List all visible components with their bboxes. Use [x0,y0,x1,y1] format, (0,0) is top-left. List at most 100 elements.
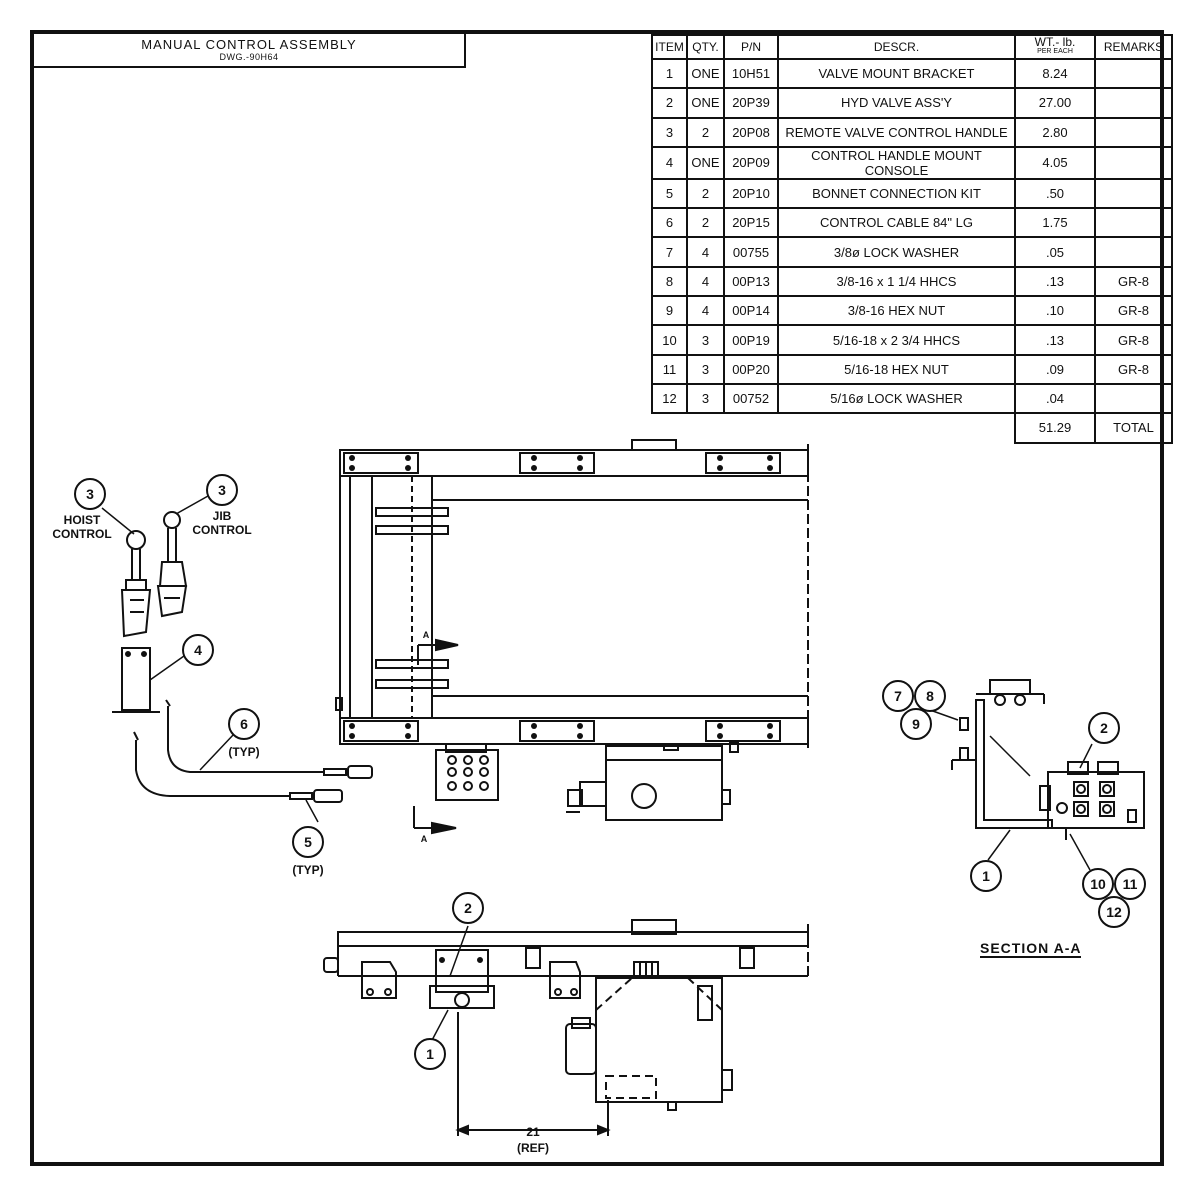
bom-cell-remarks [1094,57,1173,90]
bom-cell-wt: .13 [1014,265,1096,298]
drawing-title: MANUAL CONTROL ASSEMBLY [141,37,357,52]
bom-cell-remarks: GR-8 [1094,295,1173,327]
jib-label-line2: CONTROL [192,523,251,537]
balloon-12-label: 12 [1106,904,1122,920]
hoist-label-line1: HOIST [64,513,101,527]
bom-cell-pn: 00P20 [723,353,779,385]
section-marker-lower: A [421,834,428,844]
balloon-8 [914,680,946,712]
bom-header-qty: QTY. [686,34,725,60]
bom-cell-wt: 4.05 [1014,145,1096,180]
bom-cell-qty: ONE [686,87,725,119]
bom-cell-pn: 00752 [723,382,779,415]
balloon-11 [1114,868,1146,900]
bom-cell-descr: CONTROL HANDLE MOUNT CONSOLE [777,145,1016,180]
balloon-5 [292,826,324,858]
section-arrow-upper [417,638,459,665]
bom-cell-descr: 5/16ø LOCK WASHER [777,382,1016,415]
drawing-border [30,30,1164,1166]
bom-cell-qty: 3 [686,353,725,385]
balloon-9 [900,708,932,740]
bom-cell-wt: 2.80 [1014,116,1096,148]
frame-top-view [335,439,809,752]
bom-header-wt: WT.- lb.PER EACH [1014,34,1096,60]
balloon-4-label: 4 [194,642,202,658]
bom-cell-remarks [1094,116,1173,148]
section-arrow-lower [413,806,457,835]
bom-cell-qty: 2 [686,116,725,148]
bom-cell-descr: HYD VALVE ASS'Y [777,87,1016,119]
bom-cell-qty: ONE [686,145,725,180]
bom-cell-item: 5 [651,177,688,210]
bom-cell-pn: 00P14 [723,295,779,327]
bom-cell-pn: 20P15 [723,207,779,239]
bom-cell-qty: 2 [686,177,725,210]
bom-cell-item: 1 [651,57,688,90]
bom-cell-descr: BONNET CONNECTION KIT [777,177,1016,210]
dimension-value: 21 [526,1125,540,1139]
bom-cell-item: 7 [651,236,688,268]
bom-cell-item: 6 [651,207,688,239]
balloon-6-label: 6 [240,716,248,732]
balloon-2-section [1088,712,1120,744]
section-a-a-label: SECTION A-A [980,940,1082,958]
bom-cell-pn: 20P39 [723,87,779,119]
balloon-10 [1082,868,1114,900]
balloon-3-jib [206,474,238,506]
bom-cell-item: 3 [651,116,688,148]
bom-cell-item: 8 [651,265,688,298]
bom-cell-wt: .05 [1014,236,1096,268]
balloon-4 [182,634,214,666]
bom-cell-wt: .09 [1014,353,1096,385]
jib-control-handle [156,511,188,618]
hoist-label-line2: CONTROL [52,527,111,541]
bom-cell-pn: 00P13 [723,265,779,298]
bom-cell-pn: 20P10 [723,177,779,210]
typ-label-5: (TYP) [292,863,323,877]
leader-lines [101,495,1093,1045]
bom-cell-remarks [1094,207,1173,239]
bom-header-row: ITEM QTY. P/N DESCR. WT.- lb.PER EACH RE… [651,34,1173,60]
drawing-number: DWG.-90H64 [219,52,279,62]
bom-cell-descr: 5/16-18 HEX NUT [777,353,1016,385]
bom-cell-descr: 3/8ø LOCK WASHER [777,236,1016,268]
bom-cell-remarks: GR-8 [1094,265,1173,298]
bom-cell-item: 9 [651,295,688,327]
bom-cell-pn: 00P19 [723,324,779,356]
bom-cell-qty: 4 [686,265,725,298]
balloon-5-label: 5 [304,834,312,850]
bom-cell-wt: .04 [1014,382,1096,415]
hoist-control-handle [120,530,152,638]
bom-header-wt-line2: PER EACH [1037,48,1073,55]
bom-cell-wt: 8.24 [1014,57,1096,90]
balloon-10-label: 10 [1090,876,1106,892]
bom-cell-item: 12 [651,382,688,415]
tank-side-view [565,977,733,1111]
bom-cell-descr: CONTROL CABLE 84" LG [777,207,1016,239]
control-cables [133,699,373,803]
bom-header-item: ITEM [651,34,688,60]
bom-cell-pn: 20P09 [723,145,779,180]
control-console [112,647,160,713]
bom-cell-remarks [1094,87,1173,119]
balloon-1-section [970,860,1002,892]
balloon-9-label: 9 [912,716,920,732]
balloon-2-side-label: 2 [464,900,472,916]
bom-cell-wt: 27.00 [1014,87,1096,119]
bom-cell-remarks: GR-8 [1094,353,1173,385]
balloon-1-section-label: 1 [982,868,990,884]
bom-cell-remarks [1094,177,1173,210]
balloon-6 [228,708,260,740]
bom-cell-qty: 4 [686,236,725,268]
